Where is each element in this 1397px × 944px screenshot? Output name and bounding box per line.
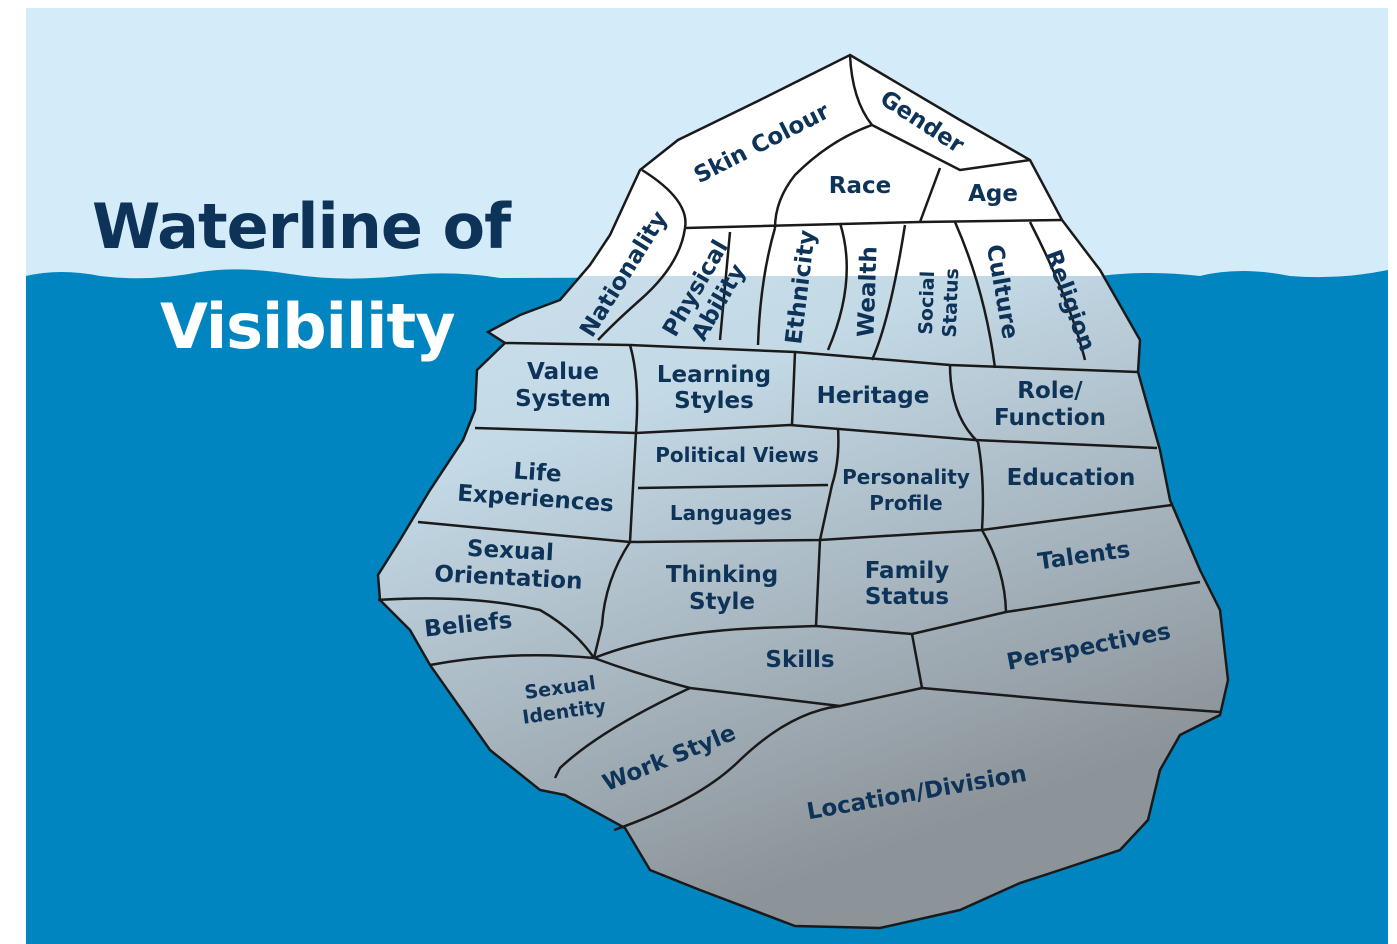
label-role-function-2: Function xyxy=(994,405,1106,431)
label-social-status-1: Social xyxy=(915,270,939,335)
label-languages: Languages xyxy=(670,501,792,525)
label-thinking-style-1: Thinking xyxy=(666,562,778,588)
label-learning-styles-2: Styles xyxy=(674,388,754,414)
label-education: Education xyxy=(1007,465,1136,491)
label-personality-profile-1: Personality xyxy=(842,465,970,489)
title-line-1: Waterline of xyxy=(92,190,512,263)
label-family-status-1: Family xyxy=(865,558,950,584)
label-political-views: Political Views xyxy=(655,443,819,467)
label-age: Age xyxy=(968,181,1018,207)
label-value-system-2: System xyxy=(515,386,611,412)
label-value-system-1: Value xyxy=(527,359,599,385)
label-life-experiences-1: Life xyxy=(513,458,563,487)
label-role-function-1: Role/ xyxy=(1017,378,1083,404)
label-family-status-2: Status xyxy=(865,584,949,610)
label-race: Race xyxy=(829,173,891,199)
label-personality-profile-2: Profile xyxy=(869,491,943,515)
title-line-2: Visibility xyxy=(160,290,455,363)
label-learning-styles-1: Learning xyxy=(657,362,771,388)
label-thinking-style-2: Style xyxy=(689,589,755,615)
label-sexual-orientation-1: Sexual xyxy=(466,536,554,567)
label-skills: Skills xyxy=(765,647,834,673)
label-wealth: Wealth xyxy=(853,246,882,338)
iceberg-submerged xyxy=(376,272,1230,930)
label-social-status-2: Status xyxy=(939,268,963,338)
segment-lines xyxy=(377,54,1221,832)
label-heritage: Heritage xyxy=(817,383,930,409)
